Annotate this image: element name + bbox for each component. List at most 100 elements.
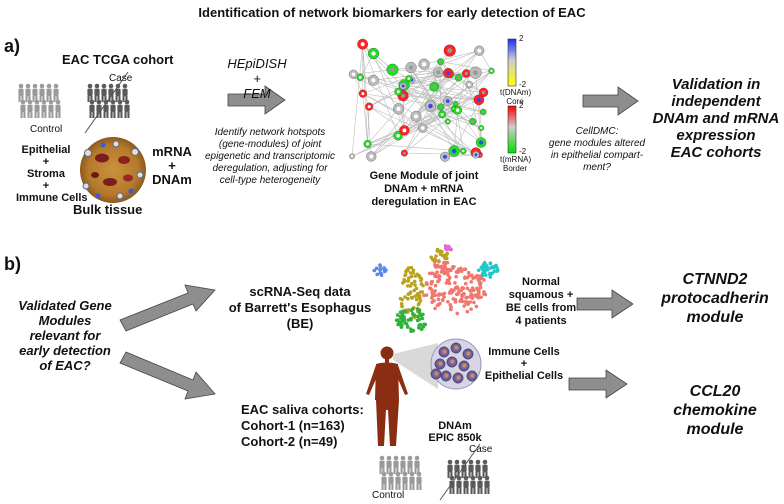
colorbar-mrna-label: t(mRNA) Border [500, 155, 531, 173]
network-node-core [446, 120, 449, 123]
umap-cell-point [419, 282, 424, 286]
arrow-methods-a [227, 85, 286, 115]
composition-line-2: + [42, 156, 50, 168]
validation-text: Validation in independent DNAm and mRNA … [650, 76, 782, 161]
umap-cell-point [408, 317, 413, 321]
network-node-core [439, 105, 443, 109]
validation-line-3: DNAm and mRNA [652, 110, 780, 127]
network-node-core [428, 103, 433, 109]
umap-cell-point [416, 314, 420, 319]
umap-cell-point [416, 318, 420, 323]
umap-cell-point [481, 271, 485, 276]
umap-cell-point [430, 291, 434, 295]
network-edge [404, 77, 459, 86]
control-group-b-icon [379, 455, 422, 490]
method-desc-line-3: epigenetic and transcriptomic [204, 151, 336, 162]
umap-cell-point [401, 281, 405, 285]
umap-cell-point [440, 298, 445, 303]
network-node-core [390, 67, 395, 73]
network-caption-line-2: DNAm + mRNA [384, 183, 464, 195]
network-node-core [396, 90, 400, 94]
colorbar-mrna-min: -2 [519, 147, 527, 156]
network-edge [369, 106, 405, 131]
network-node-core [451, 148, 457, 154]
umap-cell-point [445, 260, 450, 265]
umap-cell-point [433, 306, 437, 311]
umap-cell-point [419, 327, 424, 332]
umap-cell-point [382, 269, 387, 273]
saliva-cell-nucleus [466, 351, 471, 356]
umap-cell-point [403, 310, 408, 314]
arrow-to-saliva [119, 351, 216, 400]
network-node-core [474, 153, 478, 157]
umap-cell-point [469, 307, 473, 311]
umap-cell-point [454, 274, 458, 279]
umap-cell-point [403, 321, 407, 325]
composition-line-4: + [42, 180, 50, 192]
umap-cell-point [427, 271, 432, 276]
umap-cell-point [444, 281, 449, 285]
umap-cell-point [471, 276, 475, 280]
umap-cell-point [378, 271, 383, 275]
validation-line-5: EAC cohorts [670, 144, 762, 161]
network-node-core [480, 126, 483, 130]
network-edge [441, 84, 470, 115]
umap-cell-point [436, 297, 441, 302]
umap-cell-point [448, 268, 453, 273]
network-node-core [432, 84, 437, 89]
network-edge [367, 143, 464, 152]
umap-cell-point [457, 290, 461, 294]
umap-cell-point [448, 307, 453, 312]
umap-cell-point [378, 263, 382, 267]
validation-line-1: Validation in [671, 76, 761, 93]
composition-line-1: Epithelial [21, 144, 71, 156]
umap-cell-point [430, 271, 435, 276]
control-label-b: Control [372, 490, 405, 501]
network-node-core [401, 84, 405, 88]
saliva-title: EAC saliva cohorts: Cohort-1 (n=163) Coh… [241, 402, 364, 450]
network-edge [453, 110, 459, 152]
network-edge [371, 50, 480, 157]
network-node-core [403, 151, 406, 155]
umap-cell-point [405, 324, 410, 329]
umap-cell-point [465, 286, 470, 291]
umap-cell-point [406, 276, 411, 280]
umap-cell-point [374, 266, 379, 271]
umap-cell-point [492, 269, 497, 274]
network-node-core [471, 120, 475, 123]
umap-cell-point [424, 281, 429, 286]
celldmc-line-2: gene modules altered [548, 138, 646, 149]
umap-cell-point [403, 295, 407, 299]
method-desc-line-1: Identify network hotspots [214, 127, 326, 138]
network-edge [367, 50, 450, 145]
umap-cell-point [405, 284, 410, 288]
network-node-core [456, 108, 460, 112]
network-edge [371, 72, 439, 157]
section-b-label: b) [4, 254, 21, 274]
saliva-cell-nucleus [454, 345, 459, 350]
arrow-to-module1 [576, 289, 634, 319]
figure-title: Identification of network biomarkers for… [198, 5, 586, 20]
umap-cell-point [485, 268, 490, 272]
umap-cell-point [443, 255, 447, 259]
arrow-validation-a [582, 86, 639, 116]
umap-cell-point [413, 274, 418, 278]
normal-label-line-2: squamous + [508, 289, 574, 301]
network-node-core [477, 48, 482, 53]
network-node-core [436, 70, 441, 75]
network-node-core [367, 105, 371, 109]
umap-cell-point [424, 293, 429, 297]
umap-cell-point [463, 267, 468, 272]
composition-line-3: Stroma [27, 168, 65, 180]
normal-label-line-3: BE cells from [505, 302, 577, 314]
umap-cell-point [465, 302, 470, 306]
umap-cell-point [488, 261, 493, 266]
zoom-cone [393, 343, 438, 389]
assay-mrna: mRNA [152, 144, 192, 159]
network-node-core [443, 154, 447, 159]
methods-label: HEpiDISH + FEM [218, 56, 296, 101]
umap-cell-point [408, 284, 413, 288]
umap-cell-point [409, 274, 414, 279]
umap-cell-point [419, 313, 423, 318]
umap-cell-point [406, 266, 411, 270]
